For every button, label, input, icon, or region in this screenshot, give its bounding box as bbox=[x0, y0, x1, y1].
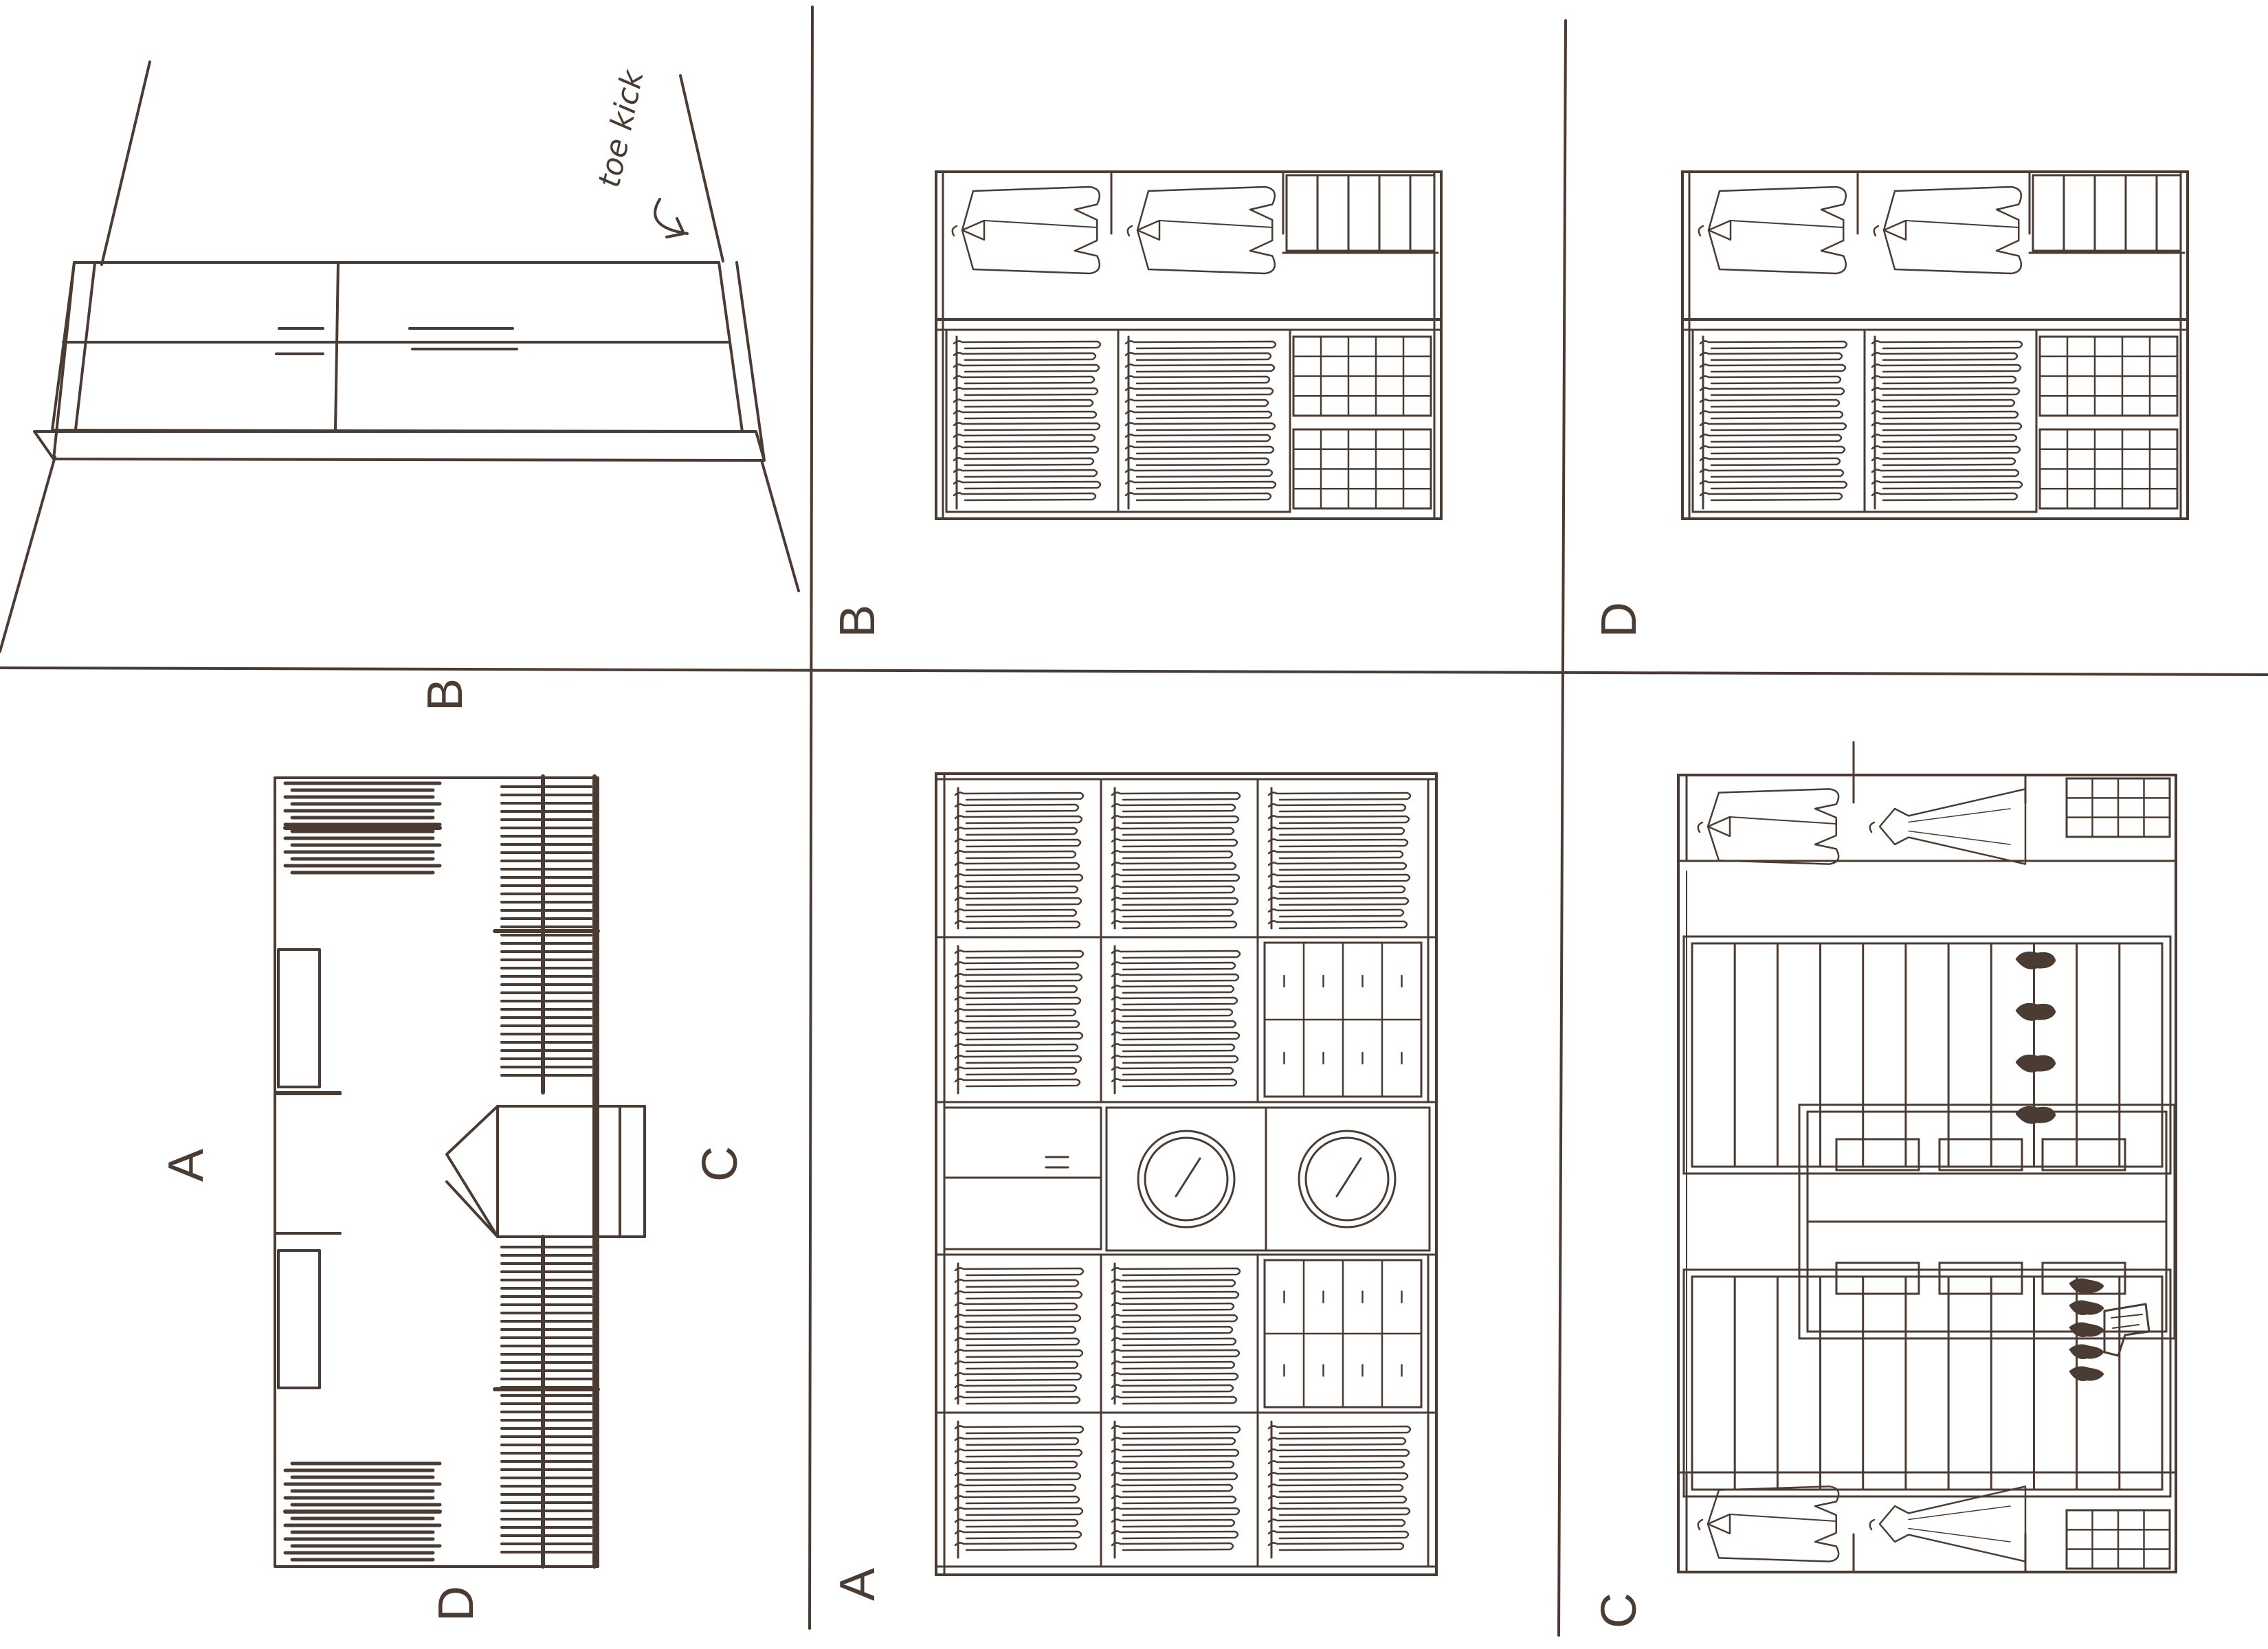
shelf-stack bbox=[1282, 174, 1439, 254]
elevation-c bbox=[1677, 741, 2177, 1573]
drawer-pull bbox=[1835, 1261, 1920, 1295]
hanging-shirts-icon bbox=[954, 1262, 1085, 1405]
plan-label-c: C bbox=[693, 1146, 748, 1182]
cabinet-outline bbox=[935, 170, 1443, 520]
drawer-pull bbox=[1938, 1138, 2023, 1171]
drawer-grid-icon bbox=[2065, 1509, 2171, 1570]
toe-kick-note: toe kick bbox=[592, 66, 689, 238]
shoe-icon bbox=[2069, 1366, 2104, 1381]
plan-label-a: A bbox=[159, 1149, 214, 1182]
drawer-grid-icon bbox=[2038, 428, 2179, 510]
drawer-bank bbox=[1263, 941, 1423, 1098]
hanging-shirts-icon bbox=[954, 787, 1085, 930]
cabinet-outline bbox=[935, 772, 1438, 1576]
shoe-cabinet-lower bbox=[1682, 1268, 2172, 1498]
rod-right-wall bbox=[493, 774, 600, 1569]
hanging-shirts-icon bbox=[953, 335, 1102, 510]
panel-grid bbox=[0, 5, 2268, 1637]
shelf-stack bbox=[2028, 174, 2186, 254]
hanging-shirts-icon bbox=[1111, 1262, 1241, 1405]
drawer-grid-icon bbox=[1292, 428, 1432, 510]
hanging-shirts-icon bbox=[954, 945, 1085, 1095]
perspective-sketch bbox=[0, 60, 800, 653]
shoe-cabinet-upper bbox=[1682, 935, 2172, 1175]
elevation-b-label: B bbox=[830, 605, 885, 638]
shirt-bay bbox=[1117, 328, 1291, 513]
drawer-pull bbox=[2041, 1138, 2126, 1171]
note-arrow-icon bbox=[654, 198, 689, 238]
jacket-icon bbox=[1873, 186, 2023, 275]
jacket-icon bbox=[951, 186, 1101, 275]
drawer-pull bbox=[1938, 1261, 2023, 1295]
plan-label-b: B bbox=[418, 678, 473, 711]
drawer-grid-icon bbox=[2065, 777, 2171, 838]
hanging-shirts-icon bbox=[1871, 335, 2023, 510]
drawer-chest bbox=[1798, 1103, 2176, 1340]
rod-top-left bbox=[283, 781, 442, 875]
shoe-icon bbox=[2015, 1055, 2056, 1073]
shirt-bay bbox=[1691, 328, 1866, 513]
dress-icon bbox=[1869, 788, 2027, 865]
hanging-shirts-icon bbox=[1267, 1420, 1412, 1559]
drawer-pull bbox=[1835, 1138, 1920, 1171]
jacket-icon bbox=[1698, 186, 1847, 275]
hanging-shirts-icon bbox=[1111, 1420, 1241, 1559]
floor-plan-hanging-rods bbox=[283, 774, 600, 1569]
elevation-d-label: D bbox=[1592, 602, 1647, 638]
hanging-shirts-icon bbox=[1111, 945, 1241, 1095]
shoe-icon bbox=[2015, 1003, 2056, 1021]
drawer-bank bbox=[1263, 1259, 1423, 1409]
shoe-icon bbox=[2069, 1300, 2104, 1315]
floor-plan bbox=[274, 776, 646, 1568]
hanging-shirts-icon bbox=[954, 1420, 1085, 1559]
shoe-icon bbox=[2069, 1344, 2104, 1359]
mirror-icon bbox=[1298, 1130, 1397, 1229]
hanging-shirts-icon bbox=[1124, 335, 1277, 510]
cabinet-outline bbox=[1681, 170, 2189, 520]
shirt-bay bbox=[1863, 328, 2038, 513]
elevation-d bbox=[1681, 170, 2189, 520]
dress-icon bbox=[1869, 1485, 2027, 1562]
rod-bottom-left bbox=[283, 1461, 442, 1562]
drawer-grid-icon bbox=[1292, 335, 1432, 417]
elevation-a-label: A bbox=[830, 1568, 885, 1601]
jacket-icon bbox=[1126, 186, 1276, 275]
mirror-row bbox=[943, 1106, 1431, 1252]
hanging-shirts-icon bbox=[1111, 787, 1241, 930]
boot-icon bbox=[2103, 1303, 2150, 1357]
shirt-bay bbox=[945, 328, 1120, 513]
hanging-shirts-icon bbox=[1267, 787, 1412, 930]
jacket-icon bbox=[1697, 1485, 1840, 1562]
elevation-a bbox=[935, 772, 1438, 1576]
elevation-b bbox=[935, 170, 1443, 520]
elevation-c-label: C bbox=[1592, 1593, 1647, 1628]
toe-kick-label: toe kick bbox=[592, 66, 651, 190]
shoe-icon bbox=[2015, 952, 2056, 969]
shoe-icon bbox=[2069, 1322, 2104, 1337]
shoe-icon bbox=[2069, 1278, 2104, 1293]
hanging-shirts-icon bbox=[1699, 335, 1848, 510]
drawer-grid-icon bbox=[2038, 335, 2179, 417]
jacket-icon bbox=[1697, 788, 1840, 865]
mirror-icon bbox=[1137, 1130, 1236, 1229]
shoe-icon bbox=[2015, 1106, 2056, 1124]
drawer-pull bbox=[2041, 1261, 2126, 1295]
plan-label-d: D bbox=[429, 1586, 484, 1622]
